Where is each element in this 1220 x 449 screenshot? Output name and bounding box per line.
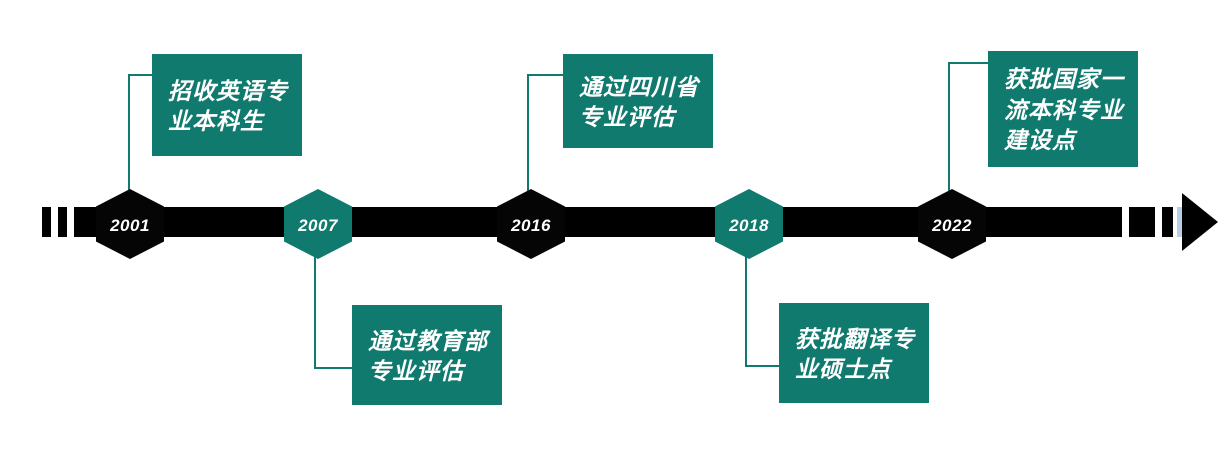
axis-dash-right-accent: [1177, 207, 1186, 237]
event-card-line: 获批国家一: [1004, 66, 1124, 93]
timeline-node-2001[interactable]: 2001: [96, 189, 164, 259]
event-card-2016[interactable]: 通过四川省 专业评估: [563, 54, 713, 148]
timeline-node-2022[interactable]: 2022: [918, 189, 986, 259]
event-card-2022[interactable]: 获批国家一 流本科专业 建设点: [988, 51, 1138, 167]
node-year-label: 2001: [110, 215, 150, 235]
axis-dash-right-1: [1096, 207, 1122, 237]
node-year-label: 2018: [729, 215, 769, 235]
axis-dash-left-1: [42, 207, 51, 237]
event-card-2007[interactable]: 通过教育部 专业评估: [352, 305, 502, 405]
timeline-node-2018[interactable]: 2018: [715, 189, 783, 259]
axis-dash-left-3: [74, 207, 96, 237]
connector-2016: [527, 74, 571, 194]
event-card-2018[interactable]: 获批翻译专 业硕士点: [779, 303, 929, 403]
node-year-label: 2016: [511, 215, 551, 235]
event-card-line: 业本科生: [168, 108, 264, 134]
event-card-line: 获批翻译专: [795, 325, 915, 352]
event-card-line: 流本科专业: [1004, 96, 1124, 123]
axis-dash-left-2: [58, 207, 67, 237]
node-year-label: 2022: [932, 215, 972, 235]
event-card-2001[interactable]: 招收英语专 业本科生: [152, 54, 302, 156]
timeline-node-2016[interactable]: 2016: [497, 189, 565, 259]
timeline-node-2007[interactable]: 2007: [284, 189, 352, 259]
connector-2018: [745, 256, 787, 367]
event-card-line: 建设点: [1004, 127, 1076, 154]
connector-2007: [314, 256, 360, 369]
event-card-line: 通过四川省: [579, 73, 699, 100]
event-card-line: 招收英语专: [168, 77, 288, 104]
timeline-arrow-icon: [1182, 193, 1218, 251]
event-card-line: 专业评估: [368, 358, 464, 384]
event-card-line: 通过教育部: [368, 327, 488, 354]
event-card-line: 业硕士点: [795, 356, 891, 382]
node-year-label: 2007: [298, 215, 338, 235]
axis-dash-right-2: [1129, 207, 1155, 237]
connector-2022: [948, 62, 996, 194]
axis-dash-right-3: [1162, 207, 1173, 237]
event-card-line: 专业评估: [579, 104, 675, 130]
connector-2001: [128, 74, 162, 194]
